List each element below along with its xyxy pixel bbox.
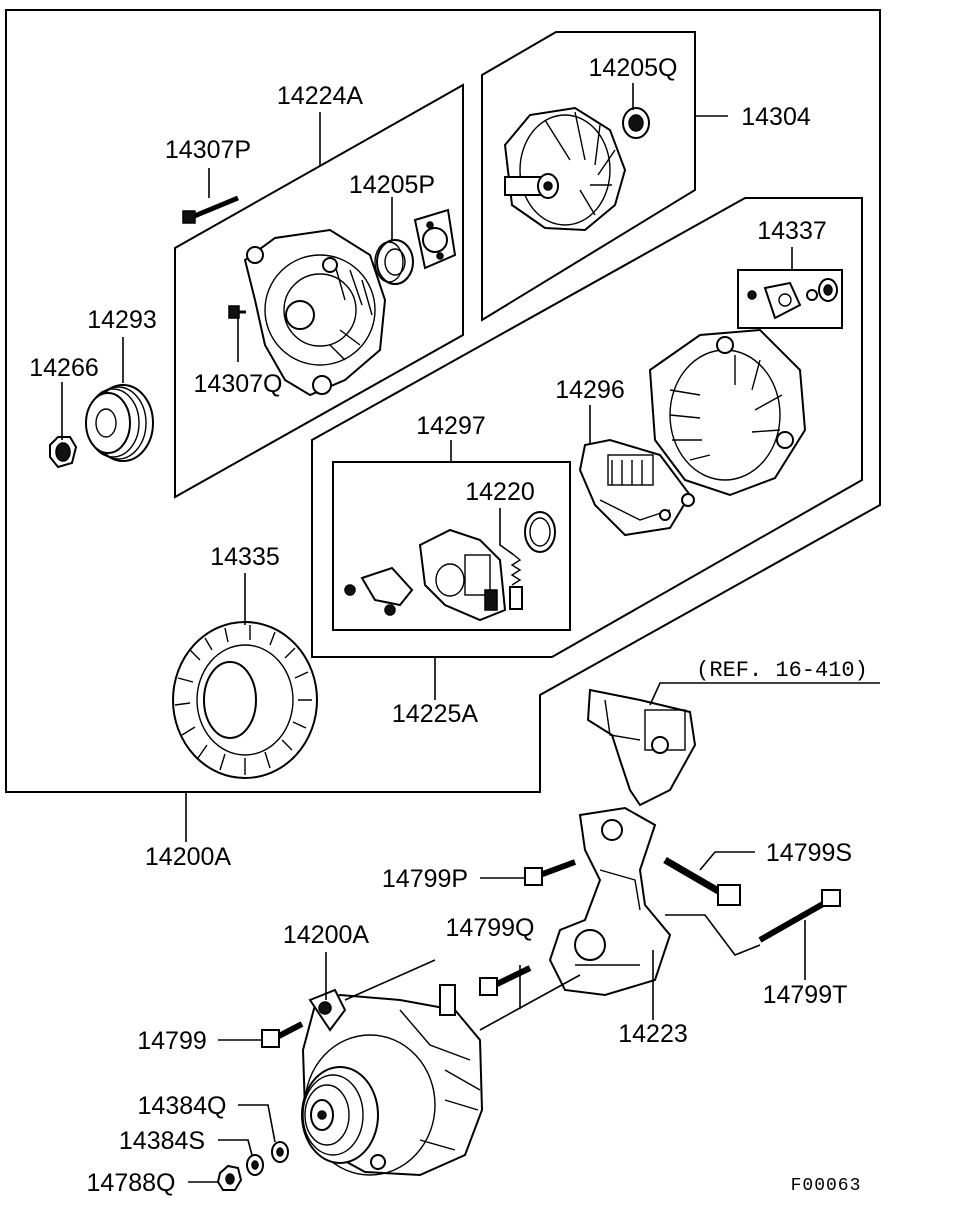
washer-14384Q <box>271 1141 289 1163</box>
seal-ring <box>524 511 556 553</box>
label-14799P: 14799P <box>382 865 468 893</box>
bolt-14799P <box>524 859 577 886</box>
label-14384Q: 14384Q <box>138 1092 227 1120</box>
label-14200A-assembly: 14200A <box>283 921 370 949</box>
bolt-14307P <box>182 195 239 224</box>
label-ref-16-410: (REF. 16-410) <box>696 658 868 683</box>
label-14266: 14266 <box>29 354 99 382</box>
figure-code: F00063 <box>791 1176 862 1196</box>
bracket-ref-16-410 <box>586 688 697 807</box>
label-14788Q: 14788Q <box>87 1169 176 1197</box>
rotor-14304 <box>503 106 627 232</box>
label-14799T: 14799T <box>763 981 848 1009</box>
parts-14337 <box>747 278 838 320</box>
pulley-14293 <box>85 384 154 462</box>
label-14304: 14304 <box>741 103 811 131</box>
label-14293: 14293 <box>87 306 157 334</box>
bolt-14799 <box>261 1021 304 1048</box>
label-14799: 14799 <box>137 1027 207 1055</box>
bolt-14799T <box>758 889 841 943</box>
kit-14337-frame <box>737 269 843 329</box>
label-14307Q: 14307Q <box>194 370 283 398</box>
nut-14788Q <box>216 1164 243 1191</box>
bolt-14799S <box>663 856 741 906</box>
label-14205Q: 14205Q <box>589 54 678 82</box>
bolt-14799Q <box>479 965 532 996</box>
washer-14384S <box>246 1154 264 1176</box>
label-14224A: 14224A <box>277 82 364 110</box>
front-bracket-14224A <box>243 228 387 397</box>
label-14337: 14337 <box>757 217 827 245</box>
kit-14224A-frame <box>174 83 464 499</box>
bearing-retainer-plate <box>413 208 457 270</box>
label-14307P: 14307P <box>165 136 251 164</box>
kit-14225A-frame <box>311 197 863 658</box>
label-14205P: 14205P <box>349 171 435 199</box>
regulator-kit-14297 <box>344 528 507 622</box>
alternator-assembly-14200A <box>301 984 484 1177</box>
label-14220: 14220 <box>465 478 535 506</box>
rectifier-14296 <box>578 438 695 537</box>
kit-14200A-frame <box>5 9 881 793</box>
leader-lines <box>61 83 880 1183</box>
screw-14307Q <box>228 305 246 319</box>
label-14200A-kit: 14200A <box>145 843 232 871</box>
label-14799Q: 14799Q <box>446 914 535 942</box>
brush-14220 <box>509 554 523 610</box>
kit-14304-frame <box>481 31 696 322</box>
stator-14335 <box>172 621 318 779</box>
bearing-14205P <box>374 239 414 285</box>
nut-14266 <box>49 436 78 469</box>
label-14335: 14335 <box>210 543 280 571</box>
label-14297: 14297 <box>416 412 486 440</box>
bearing-14205Q <box>622 107 650 139</box>
label-14225A: 14225A <box>392 700 479 728</box>
label-14296: 14296 <box>555 376 625 404</box>
label-14799S: 14799S <box>766 839 852 867</box>
label-14223: 14223 <box>618 1020 688 1048</box>
rear-bracket <box>648 328 807 497</box>
label-14384S: 14384S <box>119 1127 205 1155</box>
mounting-bracket-14223 <box>548 806 672 997</box>
